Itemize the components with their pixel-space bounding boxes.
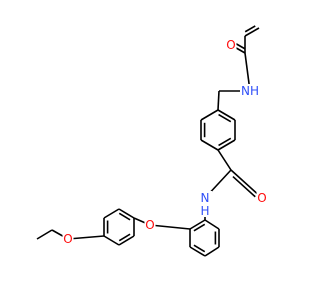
- bond-c5r-c6r-double: [118, 233, 131, 242]
- atom-label-N-amide: N: [201, 191, 210, 205]
- bond-b1-b2: [189, 219, 206, 230]
- bond-c5r-c6r: [118, 235, 135, 246]
- bond-ch2-a1: [217, 90, 220, 111]
- molecule-drawing: O NH O N H O O: [36, 25, 268, 257]
- bond-b2-oe: [149, 224, 191, 230]
- bond-a1-a2-double: [218, 113, 232, 123]
- atom-label-O-amide: O: [257, 191, 266, 205]
- bond-b3-b4: [189, 246, 206, 257]
- atom-acryl-oxygen: O: [225, 38, 237, 52]
- bond-c2r-c3r: [103, 208, 120, 219]
- bond-a4-cc: [217, 149, 232, 171]
- atom-label-H-amide: H: [200, 204, 209, 218]
- bond-a3-a4-double: [218, 137, 232, 147]
- atom-ether-oxygen: O: [144, 218, 156, 232]
- bond-c4r-c5r: [103, 235, 120, 246]
- bond-v1-v2-double: [244, 25, 256, 33]
- atom-amide-oxygen: O: [256, 191, 268, 205]
- bond-b3-b4-double: [193, 244, 206, 253]
- bond-a6-a1: [200, 109, 219, 121]
- bond-c1r-c2r-double: [118, 212, 131, 221]
- structure-canvas: O NH O N H O O: [36, 25, 268, 257]
- bond-c1r-c2r: [118, 208, 135, 219]
- atom-amide-nh: N H: [198, 191, 212, 218]
- atom-ethoxy-oxygen: O: [62, 232, 74, 246]
- bond-a3-a4: [217, 139, 236, 151]
- atom-label-O-ether: O: [145, 218, 154, 232]
- atom-amine-nh: NH: [240, 84, 260, 98]
- atom-label-O-acryl: O: [226, 38, 235, 52]
- bond-v1-v2: [244, 27, 260, 37]
- bond-c4r-oet: [67, 235, 105, 240]
- bond-a4-a5: [200, 139, 219, 151]
- bond-et1-et2: [36, 229, 53, 240]
- bond-layer: [36, 25, 263, 257]
- atom-label-O-ethoxy: O: [63, 232, 72, 246]
- bond-b1-b2-double: [193, 223, 206, 232]
- bond-a1-a2: [217, 109, 236, 121]
- atom-label-NH-amine: NH: [241, 84, 259, 98]
- bond-b4-b5: [204, 246, 220, 257]
- bond-b6-b1: [204, 219, 220, 230]
- atom-label-layer: O NH O N H O O: [62, 38, 268, 246]
- bond-cc-oc-double: [232, 175, 256, 198]
